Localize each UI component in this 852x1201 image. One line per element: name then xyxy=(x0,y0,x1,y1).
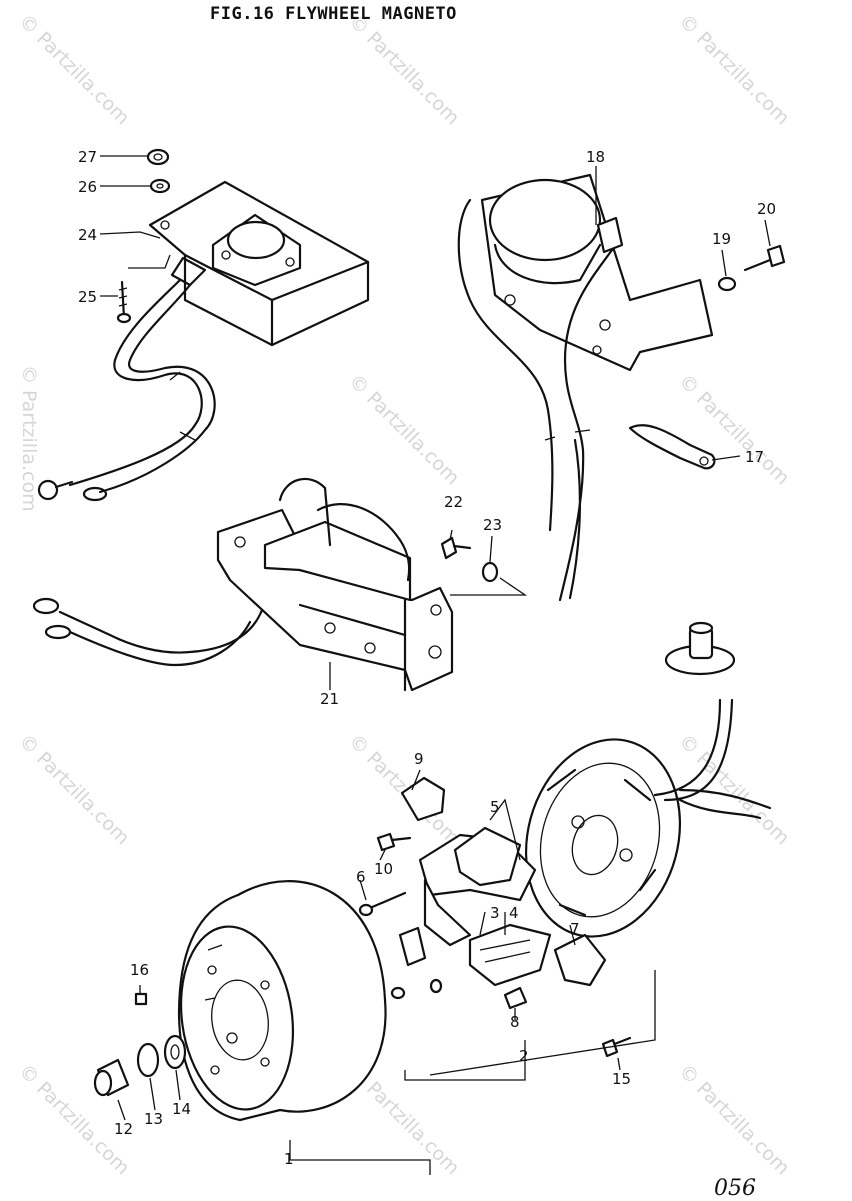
lighting-coils xyxy=(398,826,607,987)
callout-10: 10 xyxy=(374,860,393,878)
callout-12: 12 xyxy=(114,1120,133,1138)
callout-23: 23 xyxy=(483,516,502,534)
callout-3: 3 xyxy=(490,904,500,922)
callout-24: 24 xyxy=(78,226,97,244)
callout-26: 26 xyxy=(78,178,97,196)
screw-22 xyxy=(440,536,472,560)
washer-26 xyxy=(149,178,171,194)
pin-8 xyxy=(503,986,528,1010)
screw-6 xyxy=(358,891,407,917)
nut-12 xyxy=(93,1058,130,1097)
washer-19 xyxy=(717,276,737,292)
figure-title: FIG.16 FLYWHEEL MAGNETO xyxy=(210,4,457,24)
callout-19: 19 xyxy=(712,230,731,248)
callout-17: 17 xyxy=(745,448,764,466)
callout-1: 1 xyxy=(284,1150,294,1168)
callout-6: 6 xyxy=(356,868,366,886)
callout-8: 8 xyxy=(510,1013,520,1031)
stator-plate xyxy=(524,621,772,938)
callout-15: 15 xyxy=(612,1070,631,1088)
screw-25 xyxy=(116,280,132,324)
callout-22: 22 xyxy=(444,493,463,511)
callout-16: 16 xyxy=(130,961,149,979)
callout-20: 20 xyxy=(757,200,776,218)
screws-stator xyxy=(390,978,443,1000)
callout-25: 25 xyxy=(78,288,97,306)
leader-lines xyxy=(99,155,771,1175)
bolt-20 xyxy=(743,244,786,272)
source-coil xyxy=(32,478,454,692)
page-number: 056 xyxy=(714,1176,756,1201)
flywheel xyxy=(178,880,387,1122)
washer-13 xyxy=(136,1042,160,1078)
ignition-coil xyxy=(457,173,714,602)
nut-27 xyxy=(146,148,170,166)
callout-2: 2 xyxy=(519,1047,529,1065)
cam-9 xyxy=(400,776,446,822)
washer-23 xyxy=(481,561,499,583)
regulator-box xyxy=(37,180,370,502)
callout-5: 5 xyxy=(490,798,500,816)
screw-15 xyxy=(601,1036,632,1058)
clamp-17 xyxy=(628,424,716,470)
callout-13: 13 xyxy=(144,1110,163,1128)
key-16 xyxy=(134,992,148,1006)
callouts: 27 26 24 25 18 19 20 17 22 23 21 9 5 10 … xyxy=(78,148,776,1168)
callout-4: 4 xyxy=(509,904,519,922)
callout-14: 14 xyxy=(172,1100,191,1118)
callout-18: 18 xyxy=(586,148,605,166)
washer-14 xyxy=(163,1034,187,1070)
screw-10 xyxy=(376,832,412,852)
callout-21: 21 xyxy=(320,690,339,708)
callout-7: 7 xyxy=(570,920,580,938)
callout-27: 27 xyxy=(78,148,97,166)
callout-9: 9 xyxy=(414,750,424,768)
